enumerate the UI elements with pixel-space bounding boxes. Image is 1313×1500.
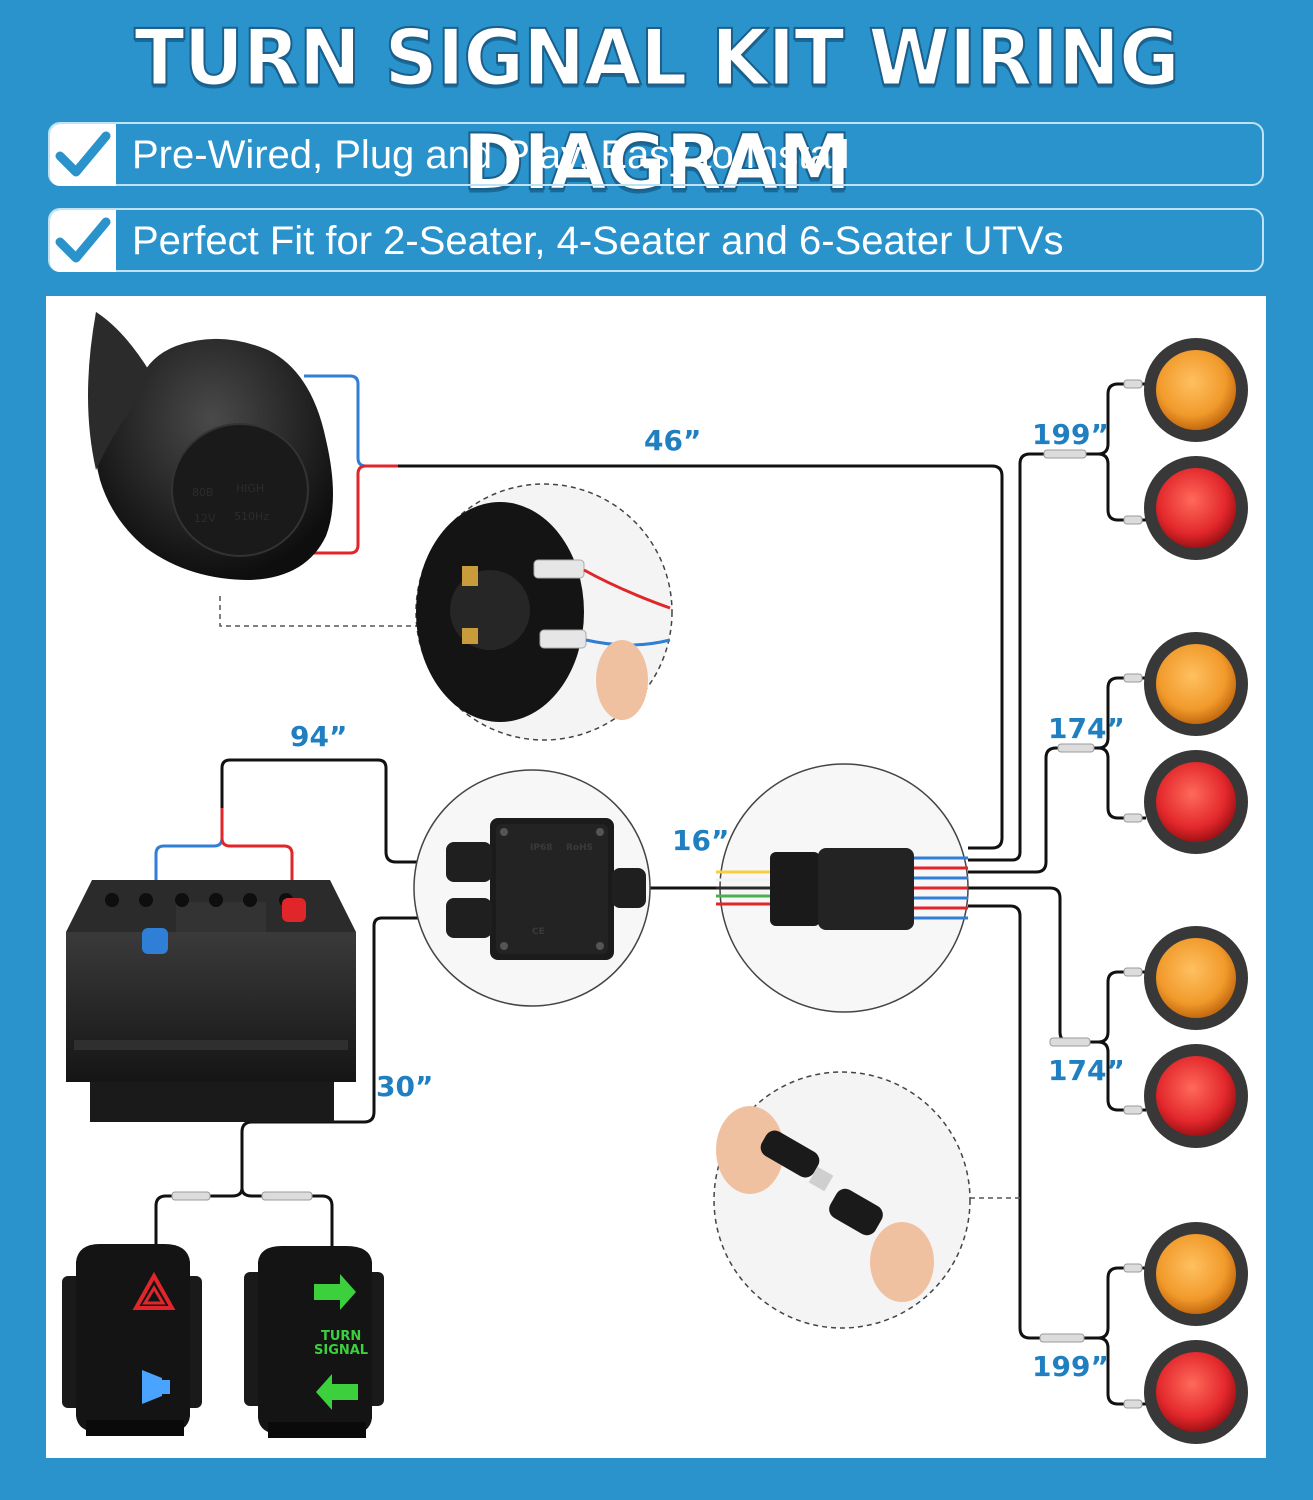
horn-marking: 80B (192, 486, 214, 499)
amber-light (1144, 632, 1248, 736)
junction-marking: CE (532, 927, 545, 937)
dimension-label: 30” (376, 1070, 433, 1103)
switch-label-line2: SIGNAL (314, 1343, 368, 1358)
dimension-label: 174” (1048, 1054, 1125, 1087)
red-light (1144, 456, 1248, 560)
battery (66, 880, 356, 1122)
connector-insertion-zoom (713, 1071, 971, 1329)
light-wire-4 (968, 904, 1098, 1340)
amber-light (1144, 926, 1248, 1030)
dimension-label: 94” (290, 720, 347, 753)
junction-marking: IP68 (530, 843, 552, 853)
wiring-diagram: 80B HIGH 12V 510Hz (62, 312, 1248, 1444)
light-branch-3a (1097, 970, 1146, 1044)
arrow-left-icon (316, 1374, 358, 1410)
multi-pin-connector (716, 763, 969, 1013)
turn-signal-switch: TURN SIGNAL (244, 1246, 384, 1438)
horn-icon (142, 1370, 170, 1404)
amber-light (1144, 338, 1248, 442)
horn-marking: HIGH (236, 482, 264, 495)
dimension-label: 199” (1032, 1350, 1109, 1383)
horn-callout-line (219, 596, 418, 627)
amber-light (1144, 1222, 1248, 1326)
horn: 80B HIGH 12V 510Hz (88, 312, 333, 580)
wiring-diagram-panel: 80B HIGH 12V 510Hz (46, 296, 1266, 1458)
horn-wire (398, 464, 1004, 850)
dimension-label: 46” (644, 424, 701, 457)
feature-row-2: Perfect Fit for 2-Seater, 4-Seater and 6… (48, 208, 1264, 272)
dimension-label: 16” (672, 824, 729, 857)
hazard-triangle-icon (132, 1271, 176, 1310)
red-light (1144, 1340, 1248, 1444)
arrow-right-icon (314, 1274, 356, 1310)
marker-lights (1144, 338, 1248, 1444)
horn-positive-lead (300, 464, 398, 555)
checkmark-icon (50, 210, 116, 272)
switch-branch-left (154, 1187, 244, 1248)
page-title: TURN SIGNAL KIT WIRING DIAGRAM (133, 12, 1180, 209)
dimension-label: 174” (1048, 712, 1125, 745)
light-branch-1b (1097, 452, 1146, 522)
light-branch-4b (1097, 1336, 1146, 1406)
hazard-horn-switch (62, 1244, 202, 1436)
switch-branch-right (240, 1187, 334, 1250)
light-wire-1 (968, 452, 1098, 862)
red-light (1144, 750, 1248, 854)
checkmark-icon (50, 124, 116, 186)
junction-box: IP68 RoHS CE (413, 769, 651, 1007)
positive-terminal (282, 898, 306, 922)
light-branch-3b (1097, 1040, 1146, 1112)
feature-text: Pre-Wired, Plug and Play, Easy to Instal… (132, 133, 850, 177)
feature-text: Perfect Fit for 2-Seater, 4-Seater and 6… (132, 219, 1064, 263)
horn-marking: 12V (194, 512, 216, 525)
dimension-label: 199” (1032, 418, 1109, 451)
light-wire-3 (968, 886, 1098, 1044)
light-wire-2 (968, 746, 1098, 874)
feature-row-1: Pre-Wired, Plug and Play, Easy to Instal… (48, 122, 1264, 186)
horn-terminal-zoom (415, 483, 673, 741)
heat-shrink-sleeves (171, 379, 1143, 1409)
red-light (1144, 1044, 1248, 1148)
light-branch-2b (1097, 746, 1146, 820)
horn-marking: 510Hz (234, 510, 269, 523)
switch-label-line1: TURN (321, 1329, 361, 1344)
battery-positive-lead (220, 808, 294, 900)
negative-terminal (142, 928, 168, 954)
light-branch-2a (1097, 676, 1146, 750)
battery-wire (220, 758, 440, 864)
switch-wire (240, 916, 440, 1188)
light-branch-1a (1097, 382, 1146, 456)
junction-marking: RoHS (566, 843, 593, 853)
light-branch-4a (1097, 1266, 1146, 1340)
